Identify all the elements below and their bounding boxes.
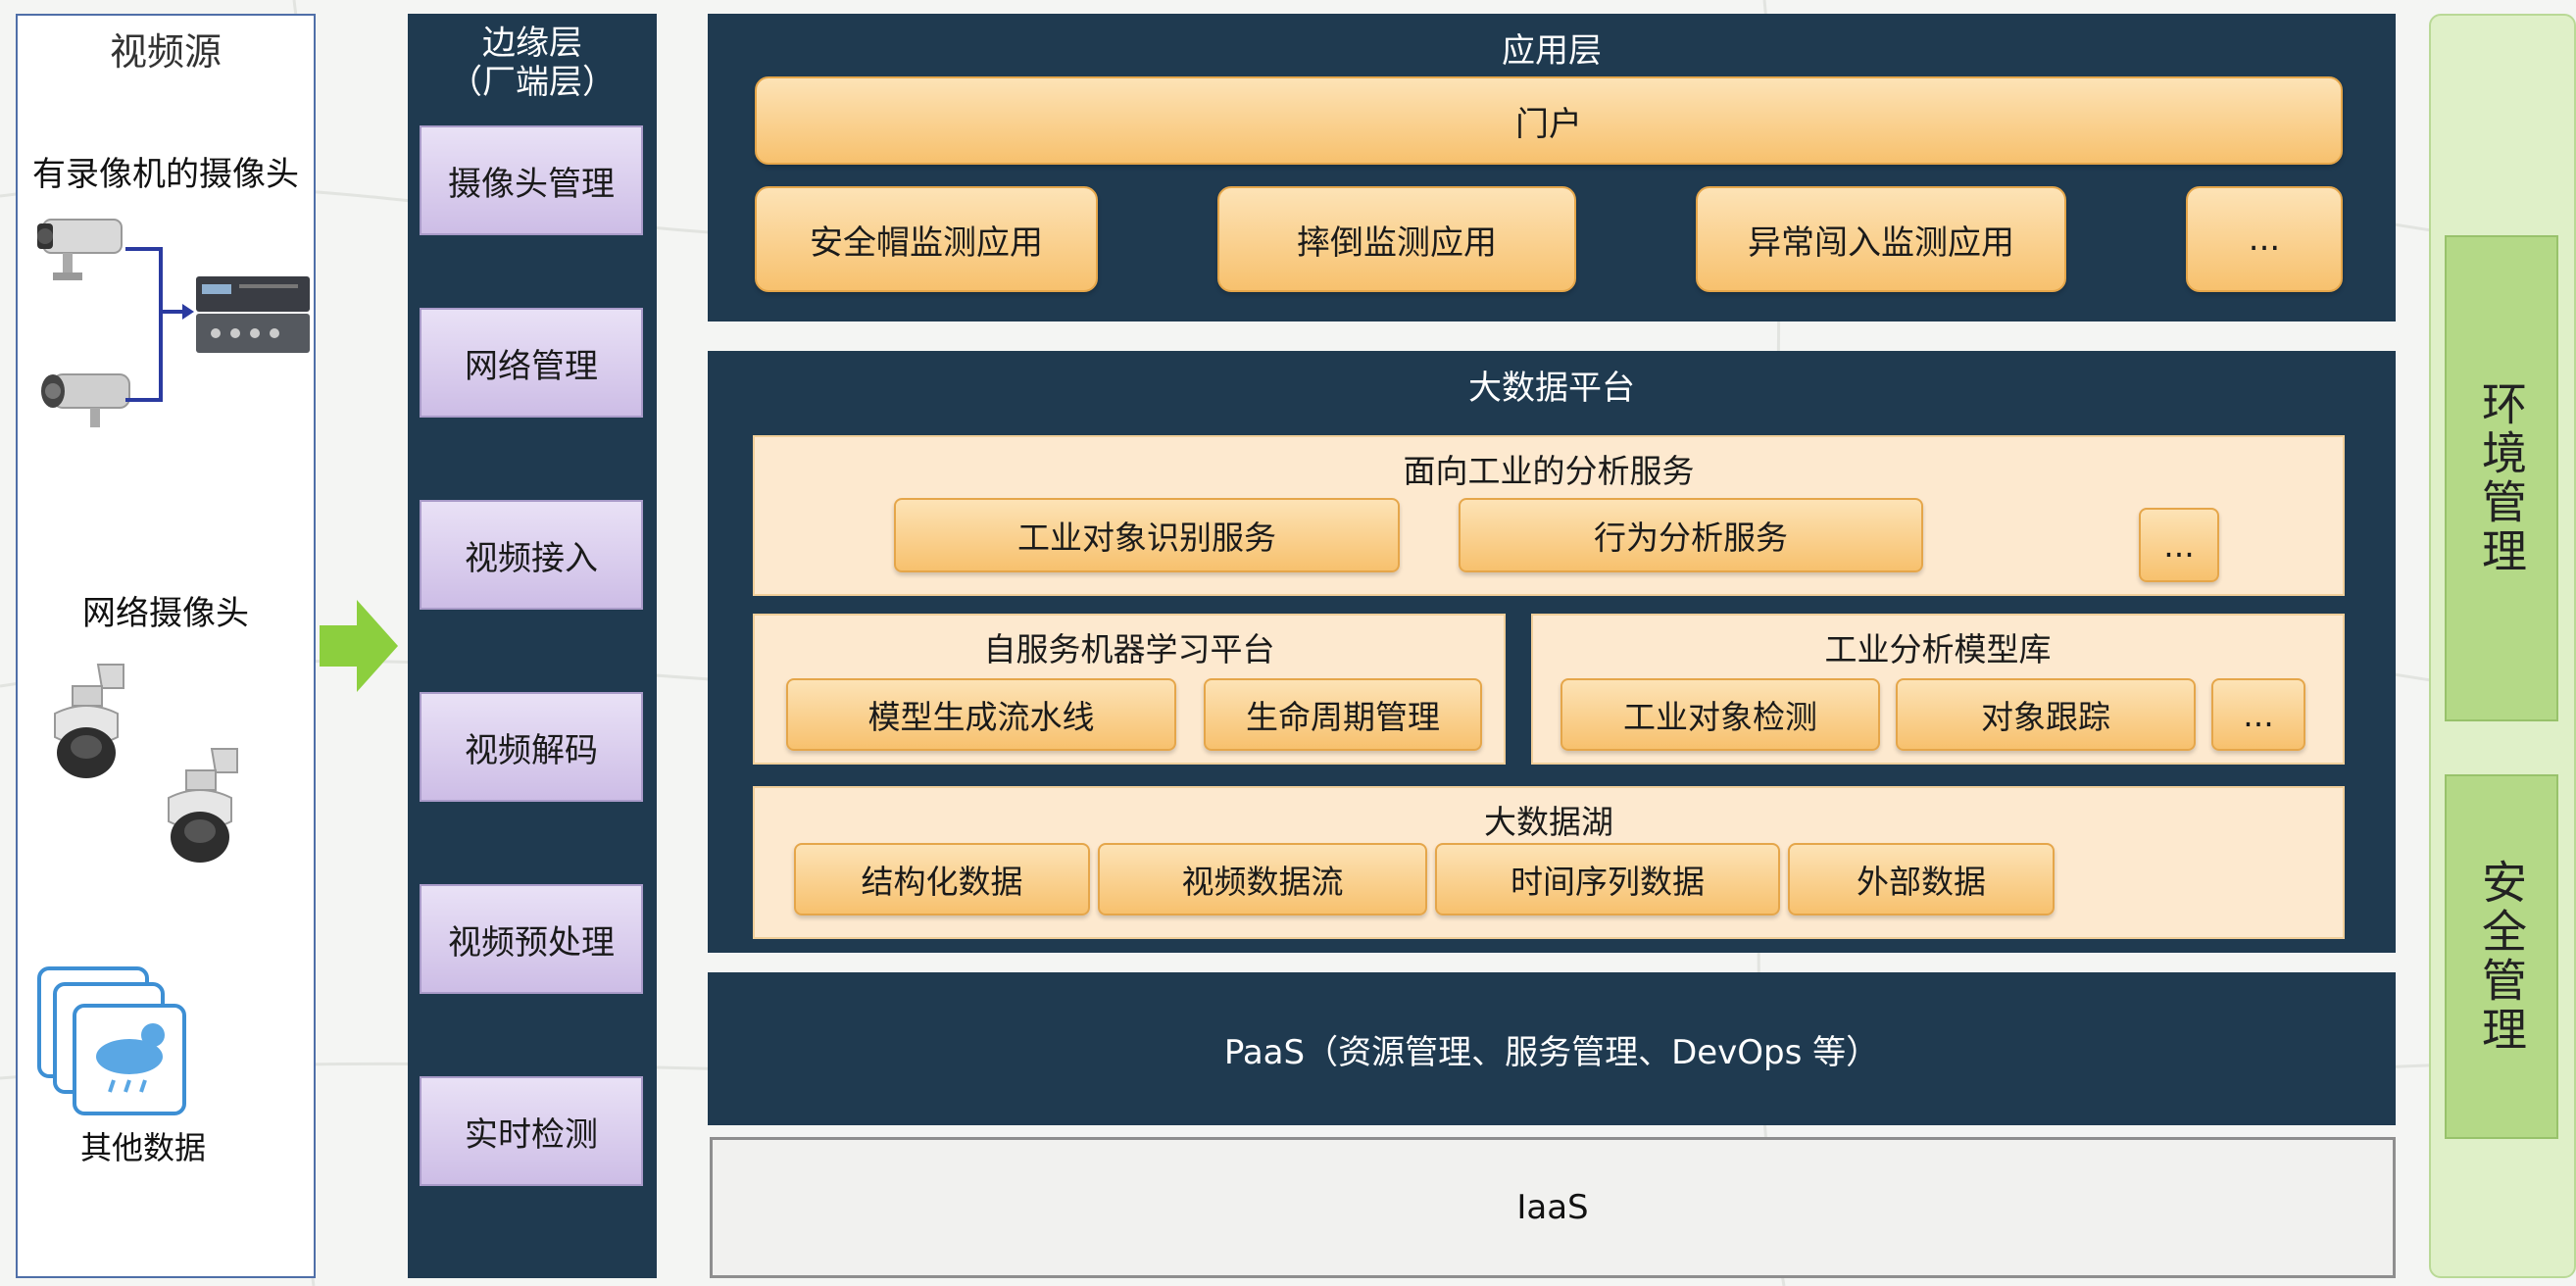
weather-data-icon bbox=[37, 966, 186, 1115]
paas-panel: PaaS（资源管理、服务管理、DevOps 等） bbox=[708, 972, 2396, 1125]
dome-camera-icon bbox=[168, 748, 238, 863]
network-camera-label: 网络摄像头 bbox=[82, 594, 249, 633]
industrial-object-recognition-service: 工业对象识别服务 bbox=[894, 498, 1400, 572]
video-data-stream: 视频数据流 bbox=[1098, 843, 1427, 915]
model-pipeline: 模型生成流水线 bbox=[786, 678, 1176, 751]
recorder-camera-label: 有录像机的摄像头 bbox=[32, 155, 299, 194]
external-data: 外部数据 bbox=[1788, 843, 2055, 915]
app-more: ... bbox=[2186, 186, 2343, 292]
edge-layer-title: 边缘层 bbox=[482, 24, 582, 63]
iaas-panel: IaaS bbox=[710, 1137, 2396, 1278]
bullet-camera-icon bbox=[37, 219, 123, 280]
app-fall-monitoring: 摔倒监测应用 bbox=[1217, 186, 1576, 292]
industrial-object-detection: 工业对象检测 bbox=[1560, 678, 1880, 751]
portal-box: 门户 bbox=[755, 76, 2343, 165]
model-library-title: 工业分析模型库 bbox=[1824, 630, 2052, 668]
lifecycle-management: 生命周期管理 bbox=[1204, 678, 1482, 751]
time-series-data: 时间序列数据 bbox=[1435, 843, 1780, 915]
video-recorder-icon bbox=[196, 276, 310, 353]
ml-platform-title: 自服务机器学习平台 bbox=[983, 630, 1275, 668]
big-data-platform-title: 大数据平台 bbox=[1468, 369, 1635, 408]
industrial-analysis-more: ... bbox=[2139, 508, 2219, 582]
application-layer-title: 应用层 bbox=[1502, 31, 1602, 71]
industrial-analysis-title: 面向工业的分析服务 bbox=[1403, 452, 1695, 490]
edge-item-video-preprocessing: 视频预处理 bbox=[420, 884, 643, 994]
security-management: 安全管理 bbox=[2445, 774, 2558, 1139]
data-lake-title: 大数据湖 bbox=[1484, 803, 1613, 841]
edge-item-video-decoding: 视频解码 bbox=[420, 692, 643, 802]
edge-item-camera-management: 摄像头管理 bbox=[420, 125, 643, 235]
app-intrusion-monitoring: 异常闯入监测应用 bbox=[1696, 186, 2066, 292]
other-data-label: 其他数据 bbox=[79, 1129, 206, 1166]
paas-label: PaaS（资源管理、服务管理、DevOps 等） bbox=[1223, 1032, 1880, 1072]
camera-connector-lines bbox=[125, 247, 194, 402]
environment-management: 环境管理 bbox=[2445, 235, 2558, 721]
structured-data: 结构化数据 bbox=[794, 843, 1090, 915]
behavior-analysis-service: 行为分析服务 bbox=[1459, 498, 1923, 572]
dome-camera-icon bbox=[54, 664, 124, 778]
bullet-camera-icon bbox=[41, 373, 130, 427]
edge-item-realtime-detection: 实时检测 bbox=[420, 1076, 643, 1186]
model-library-more: ... bbox=[2211, 678, 2305, 751]
video-source-title: 视频源 bbox=[109, 30, 222, 74]
arrow-right-icon bbox=[320, 600, 398, 692]
object-tracking: 对象跟踪 bbox=[1896, 678, 2196, 751]
edge-layer-subtitle: （厂端层） bbox=[449, 63, 616, 102]
edge-item-network-management: 网络管理 bbox=[420, 308, 643, 418]
app-helmet-monitoring: 安全帽监测应用 bbox=[755, 186, 1098, 292]
edge-item-video-access: 视频接入 bbox=[420, 500, 643, 610]
